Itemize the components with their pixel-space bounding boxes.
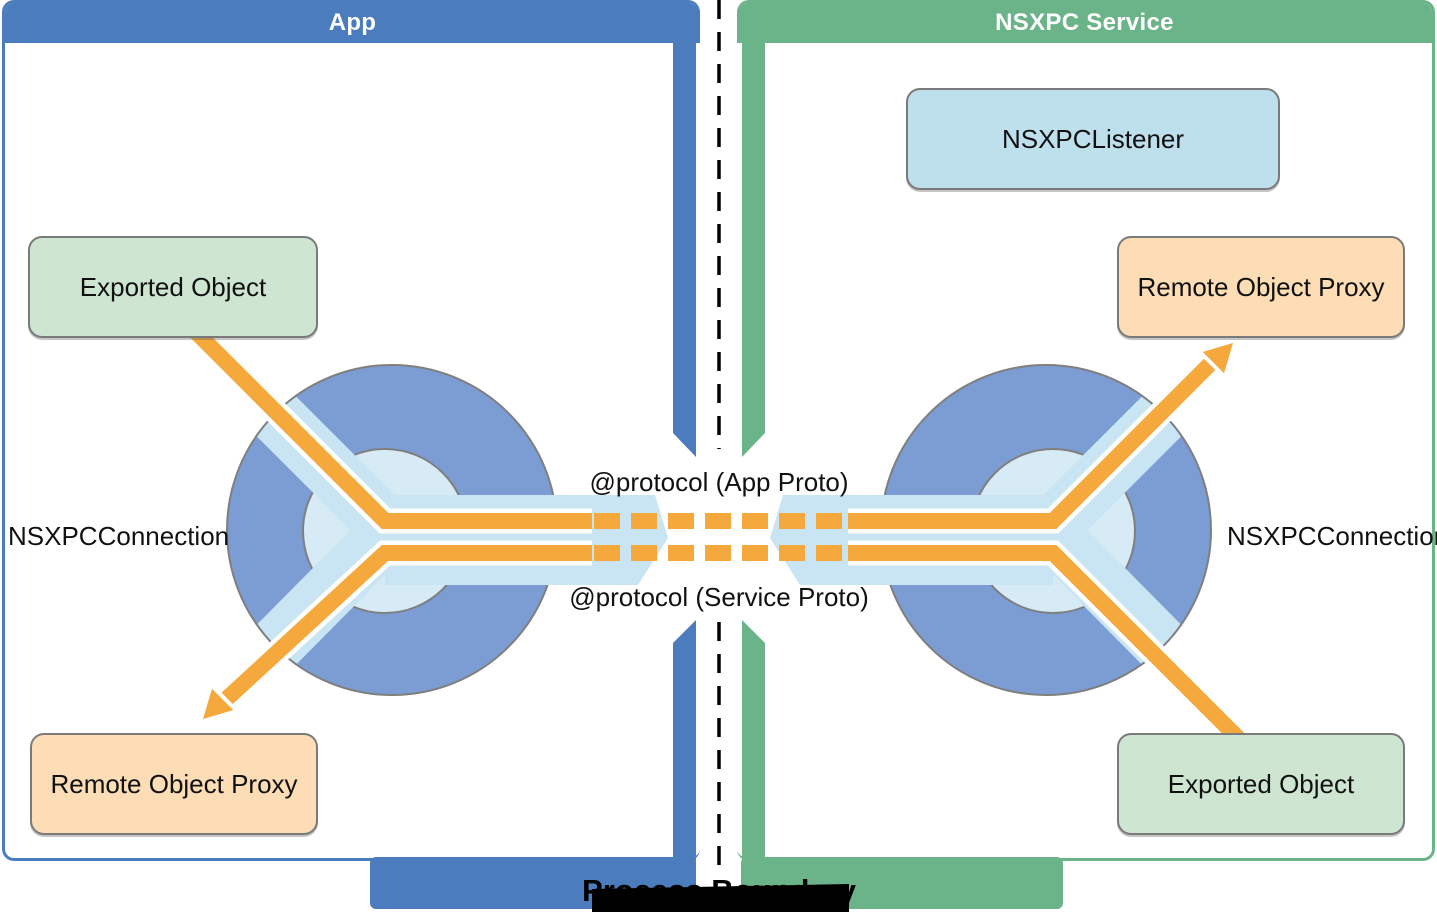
app-exported-object-box: Exported Object <box>28 236 318 338</box>
arrowhead-service-proxy-icon <box>1195 337 1239 381</box>
cross-boundary-dashes-icon <box>594 513 848 561</box>
arrowhead-app-proxy-icon <box>197 681 241 725</box>
nsxpc-listener-label: NSXPCListener <box>1001 123 1185 154</box>
service-connection-label: NSXPCConnection <box>1227 521 1437 551</box>
nsxpc-listener-box: NSXPCListener <box>906 88 1280 190</box>
arrow-app-exported <box>189 325 592 529</box>
arrow-to-app-proxy <box>215 545 592 710</box>
app-exported-object-label: Exported Object <box>79 271 267 302</box>
arrow-service-exported <box>848 545 1246 746</box>
app-connection-label: NSXPCConnection <box>8 521 230 551</box>
service-remote-object-proxy-label: Remote Object Proxy <box>1137 271 1385 302</box>
message-arrows <box>186 322 1249 749</box>
app-remote-object-proxy-label: Remote Object Proxy <box>50 768 298 799</box>
arrow-to-service-proxy <box>848 350 1224 529</box>
app-remote-object-proxy-box: Remote Object Proxy <box>30 733 318 835</box>
protocol-service-label: @protocol (Service Proto) <box>569 582 869 612</box>
app-panel-title: App <box>328 9 377 36</box>
service-panel-header: NSXPC Service <box>737 3 1432 43</box>
protocol-app-label: @protocol (App Proto) <box>589 467 849 497</box>
service-exported-object-box: Exported Object <box>1117 733 1405 835</box>
app-panel-header: App <box>5 3 700 43</box>
service-panel-title: NSXPC Service <box>995 9 1174 36</box>
service-exported-object-label: Exported Object <box>1167 768 1355 799</box>
service-remote-object-proxy-box: Remote Object Proxy <box>1117 236 1405 338</box>
boundary-ink-blob <box>592 884 849 912</box>
